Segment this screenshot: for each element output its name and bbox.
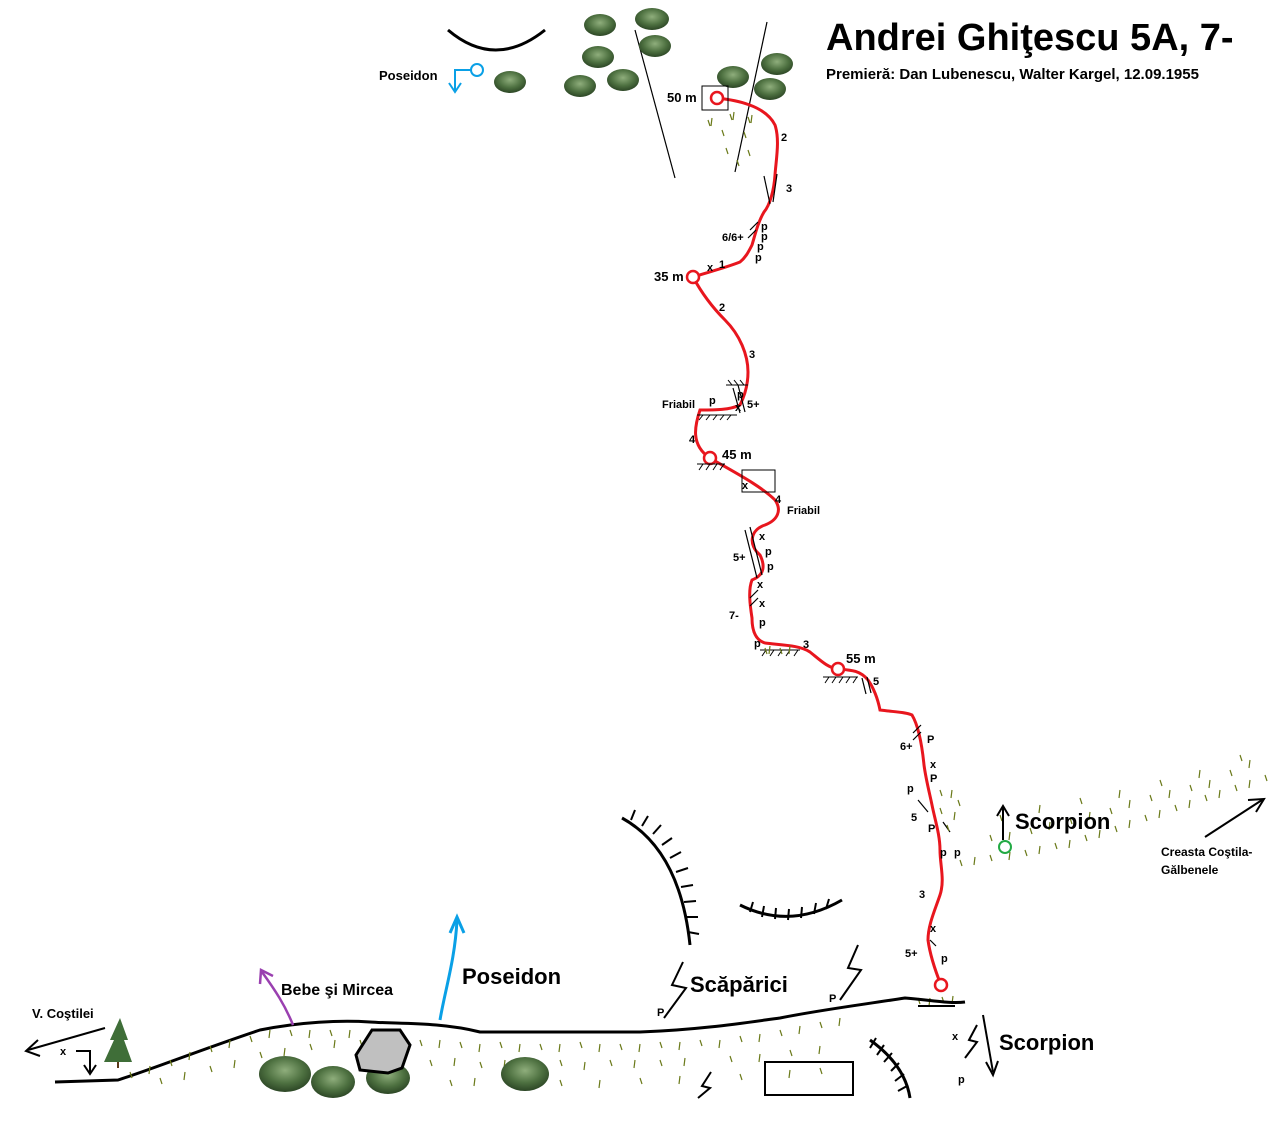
svg-text:p: p (954, 847, 961, 859)
crack-lightning-symbols (663, 944, 979, 1099)
piton-marker: x (60, 1046, 67, 1058)
svg-text:x: x (759, 531, 766, 543)
note-friabil-2: Friabil (787, 505, 820, 517)
svg-text:p: p (759, 617, 766, 629)
bebe-mircea-label: Bebe şi Mircea (281, 982, 393, 999)
grade-labels: 2 3 6/6+ 1 2 3 5+ 4 4 5+ 7- 3 5 6+ 5 3 5… (689, 132, 925, 960)
gully-line-left (634, 29, 676, 179)
svg-text:P: P (928, 823, 935, 835)
svg-text:x: x (759, 598, 766, 610)
svg-text:5+: 5+ (905, 948, 918, 960)
poseidon-top-marker: Poseidon (379, 63, 484, 94)
svg-text:3: 3 (919, 889, 925, 901)
scorpion-right-label: Scorpion (1015, 809, 1110, 834)
belay-label-55m: 55 m (846, 651, 876, 666)
svg-text:x: x (757, 579, 764, 591)
route-line (690, 96, 944, 986)
svg-text:x: x (742, 480, 749, 492)
poseidon-top-label: Poseidon (379, 68, 438, 83)
belay-station (830, 661, 846, 677)
svg-text:3: 3 (786, 183, 792, 195)
belay-label-35m: 35 m (654, 269, 684, 284)
overhang-arc-bottom-right (869, 1037, 912, 1099)
bushes-top (494, 8, 793, 100)
svg-text:p: p (754, 638, 761, 650)
svg-text:3: 3 (749, 349, 755, 361)
base-ground-line (54, 996, 966, 1084)
svg-text:p: p (765, 546, 772, 558)
overhang-arc-left (621, 809, 700, 946)
svg-text:1: 1 (719, 259, 725, 271)
rock-block-base (764, 1061, 854, 1096)
title: Andrei Ghiţescu 5A, 7- (826, 17, 1234, 59)
bebe-mircea-marker: Bebe şi Mircea (258, 968, 393, 1026)
svg-text:3: 3 (803, 639, 809, 651)
poseidon-label: Poseidon (462, 964, 561, 989)
ledge-hatches (697, 379, 858, 684)
creasta-label-1: Creasta Coştila- (1161, 845, 1252, 859)
note-friabil-1: Friabil (662, 399, 695, 411)
svg-text:p: p (761, 221, 768, 233)
overhang-arc-top (447, 28, 546, 52)
svg-text:5+: 5+ (733, 552, 746, 564)
svg-text:p: p (941, 953, 948, 965)
grass-tufts-base (129, 1017, 841, 1089)
piton-marker: P (657, 1007, 664, 1019)
svg-text:P: P (927, 734, 934, 746)
svg-text:x: x (930, 759, 937, 771)
crack-symbols (732, 173, 951, 947)
svg-text:p: p (709, 395, 716, 407)
svg-text:2: 2 (719, 302, 725, 314)
svg-text:P: P (930, 773, 937, 785)
start-station (933, 977, 949, 993)
belay-station (702, 450, 718, 466)
valea-marker: V. Coştilei x (24, 1006, 106, 1076)
svg-text:p: p (761, 231, 768, 243)
piton-marker: P (829, 993, 836, 1005)
svg-text:p: p (757, 241, 764, 253)
first-ascent: Premieră: Dan Lubenescu, Walter Kargel, … (826, 66, 1199, 83)
svg-text:p: p (907, 783, 914, 795)
overhang-arc-center (739, 898, 843, 921)
svg-text:p: p (767, 561, 774, 573)
boulder (354, 1028, 412, 1075)
svg-text:p: p (940, 847, 947, 859)
svg-text:2: 2 (781, 132, 787, 144)
piton-marker: x (952, 1031, 959, 1043)
scaparici-label: Scăpărici (690, 972, 788, 997)
scorpion-right-marker: Scorpion (996, 804, 1110, 854)
belay-station (709, 90, 725, 106)
svg-text:5: 5 (873, 676, 879, 688)
svg-text:x: x (930, 923, 937, 935)
svg-text:5+: 5+ (747, 399, 760, 411)
svg-text:4: 4 (775, 494, 782, 506)
creasta-marker: Creasta Coştila- Gălbenele (1161, 797, 1266, 877)
svg-text:6/6+: 6/6+ (722, 232, 744, 244)
poseidon-marker: Poseidon (438, 913, 561, 1021)
fir-tree-icon (104, 1018, 132, 1068)
creasta-label-2: Gălbenele (1161, 863, 1219, 877)
belay-label-50m: 50 m (667, 90, 697, 105)
grass-tufts-ridge (959, 754, 1268, 867)
gully-line-right (734, 21, 768, 173)
svg-text:4: 4 (689, 434, 696, 446)
scorpion-bottom-marker: x p Scorpion (952, 1014, 1094, 1086)
svg-text:5: 5 (911, 812, 917, 824)
belay-label-45m: 45 m (722, 447, 752, 462)
piton-marker: p (958, 1074, 965, 1086)
svg-text:6+: 6+ (900, 741, 913, 753)
valea-label: V. Coştilei (32, 1006, 94, 1021)
belay-box-top (701, 85, 729, 111)
svg-text:x: x (707, 262, 714, 274)
rock-block-marker (741, 469, 776, 493)
svg-text:7-: 7- (729, 610, 739, 622)
scorpion-bottom-label: Scorpion (999, 1030, 1094, 1055)
grass-tufts-route (707, 111, 961, 1007)
belay-station (685, 269, 701, 285)
svg-text:p: p (755, 252, 762, 264)
